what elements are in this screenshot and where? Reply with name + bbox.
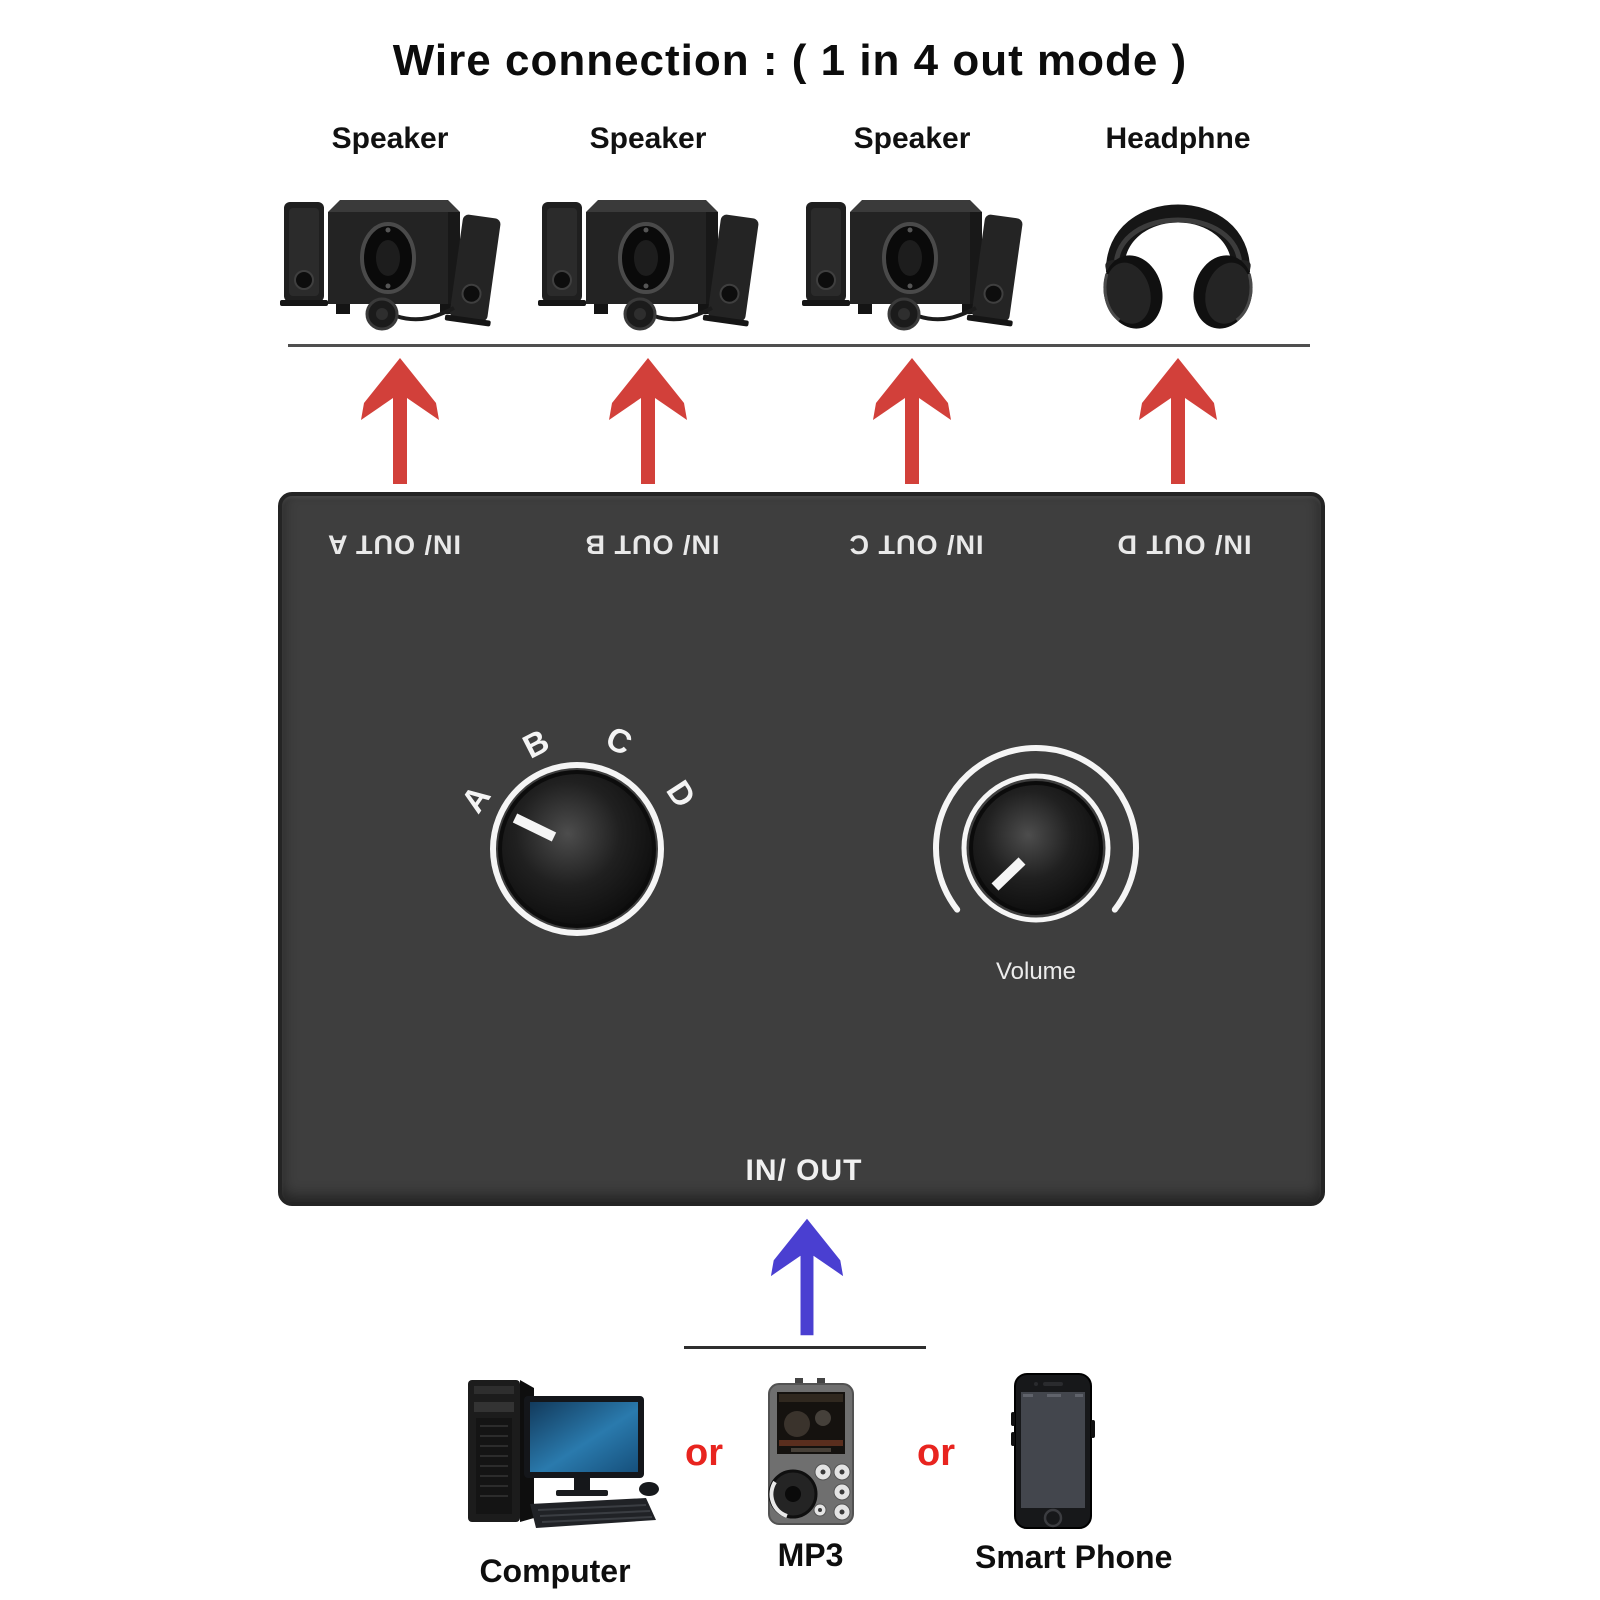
speaker-system-icon bbox=[538, 200, 759, 331]
input-label: Smart Phone bbox=[975, 1539, 1173, 1575]
output-device-speaker-a: Speaker bbox=[270, 122, 510, 334]
output-bus-line bbox=[288, 344, 1310, 347]
volume-pointer bbox=[991, 857, 1026, 891]
smartphone-icon bbox=[1010, 1373, 1095, 1529]
output-device-headphone: Headphne bbox=[1058, 122, 1298, 334]
output-arrow-d bbox=[1139, 358, 1217, 484]
output-arrow-c bbox=[873, 358, 951, 484]
output-device-speaker-c: Speaker bbox=[792, 122, 1032, 334]
mp3-player-icon bbox=[767, 1378, 854, 1525]
input-bus-line bbox=[684, 1346, 926, 1349]
headphones-icon bbox=[1103, 204, 1253, 329]
port-label-c: IN/ OUT C bbox=[848, 529, 984, 560]
port-label-b: IN/ OUT B bbox=[584, 529, 720, 560]
speaker-system-icon bbox=[802, 200, 1023, 331]
page-title: Wire connection : ( 1 in 4 out mode ) bbox=[392, 36, 1188, 85]
port-label-d: IN/ OUT D bbox=[1116, 529, 1252, 560]
speaker-system-icon bbox=[280, 200, 501, 331]
input-device-computer: Computer bbox=[440, 1368, 670, 1590]
selector-pointer bbox=[512, 813, 557, 842]
output-device-speaker-b: Speaker bbox=[528, 122, 768, 334]
input-arrow bbox=[770, 1218, 844, 1336]
input-label: Computer bbox=[479, 1553, 631, 1589]
input-device-smartphone: Smart Phone bbox=[975, 1372, 1173, 1576]
volume-scale-arc bbox=[933, 745, 1139, 913]
output-arrow-b bbox=[609, 358, 687, 484]
input-label: MP3 bbox=[777, 1537, 844, 1573]
audio-switch-box: IN/ OUT A IN/ OUT B IN/ OUT C IN/ OUT D … bbox=[278, 492, 1325, 1206]
output-label: Speaker bbox=[331, 122, 449, 155]
desktop-computer-icon bbox=[468, 1380, 659, 1528]
output-label: Speaker bbox=[589, 122, 707, 155]
or-separator-2: or bbox=[917, 1432, 955, 1474]
port-label-a: IN/ OUT A bbox=[327, 529, 461, 560]
output-label: Speaker bbox=[853, 122, 971, 155]
or-separator-1: or bbox=[685, 1432, 723, 1474]
input-device-mp3: MP3 bbox=[748, 1378, 873, 1574]
channel-selector-knob[interactable] bbox=[447, 719, 707, 979]
bottom-port-label: IN/ OUT bbox=[745, 1154, 863, 1187]
volume-knob[interactable] bbox=[921, 733, 1151, 963]
volume-label: Volume bbox=[995, 958, 1077, 985]
output-label: Headphne bbox=[1105, 122, 1251, 155]
output-arrow-a bbox=[361, 358, 439, 484]
